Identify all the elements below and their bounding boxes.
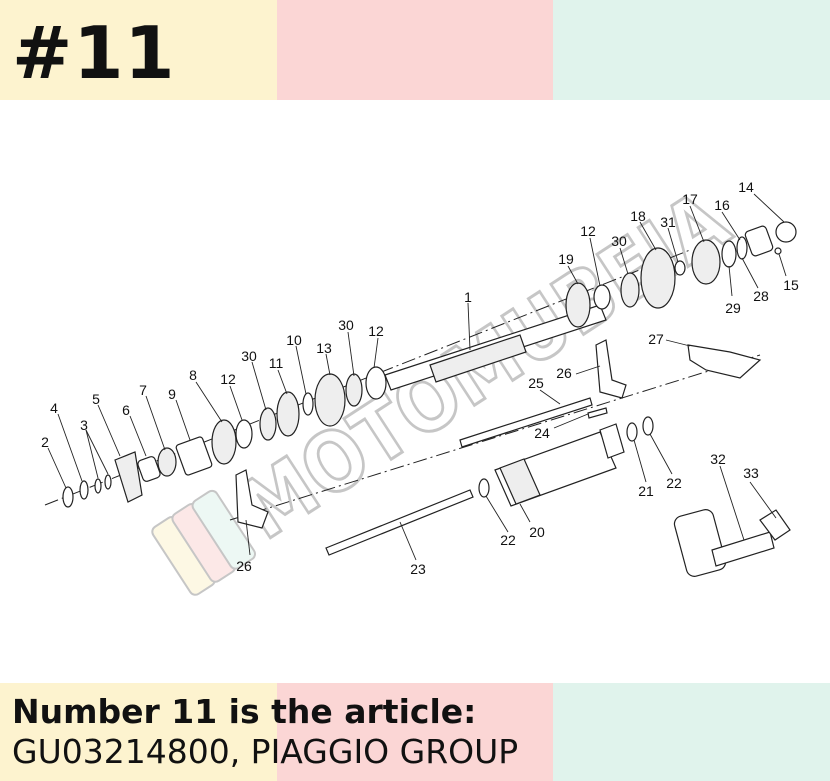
callout-12-left: 12 bbox=[220, 371, 236, 387]
callout-17: 17 bbox=[682, 191, 698, 207]
callout-27: 27 bbox=[648, 331, 664, 347]
callout-7: 7 bbox=[139, 382, 147, 398]
shift-forks bbox=[235, 339, 762, 529]
main-shaft bbox=[384, 302, 607, 391]
callout-22-right: 22 bbox=[666, 475, 682, 491]
callout-19: 19 bbox=[558, 251, 574, 267]
callout-4: 4 bbox=[50, 400, 58, 416]
callout-6: 6 bbox=[122, 402, 130, 418]
callout-22-left: 22 bbox=[500, 532, 516, 548]
callout-25: 25 bbox=[528, 375, 544, 391]
callout-2: 2 bbox=[41, 434, 49, 450]
footer-band-mint bbox=[553, 683, 830, 781]
callout-5: 5 bbox=[92, 391, 100, 407]
callout-12-right: 12 bbox=[580, 223, 596, 239]
callout-31: 31 bbox=[660, 214, 676, 230]
callout-28: 28 bbox=[753, 288, 769, 304]
callout-3: 3 bbox=[80, 417, 88, 433]
exploded-parts-diagram: MOTOMUBEIA bbox=[41, 172, 799, 596]
callout-30-left: 30 bbox=[241, 348, 257, 364]
leader-lines bbox=[47, 193, 787, 561]
callout-24: 24 bbox=[534, 425, 550, 441]
selector-axis bbox=[229, 354, 761, 521]
callout-33: 33 bbox=[743, 465, 759, 481]
gear-parts-right bbox=[565, 221, 797, 328]
part-number-heading: #11 bbox=[12, 11, 176, 95]
footer-band-yellow bbox=[0, 683, 277, 781]
callout-21: 21 bbox=[638, 483, 654, 499]
watermark: MOTOMUBEIA bbox=[151, 172, 747, 596]
callout-12-mid: 12 bbox=[368, 323, 384, 339]
article-caption: Number 11 is the article: bbox=[12, 692, 477, 731]
callout-8: 8 bbox=[189, 367, 197, 383]
footer-band-pink bbox=[277, 683, 553, 781]
article-code: GU03214800, PIAGGIO GROUP bbox=[12, 732, 519, 771]
shift-mechanism bbox=[673, 509, 791, 577]
header-band-yellow bbox=[0, 0, 277, 100]
callout-18: 18 bbox=[630, 208, 646, 224]
selector-drum-group bbox=[325, 397, 654, 556]
callout-26-right: 26 bbox=[556, 365, 572, 381]
callout-32: 32 bbox=[710, 451, 726, 467]
header-band-mint bbox=[553, 0, 830, 100]
callout-29: 29 bbox=[725, 300, 741, 316]
callout-30-mid: 30 bbox=[338, 317, 354, 333]
callout-1: 1 bbox=[464, 289, 472, 305]
callout-23: 23 bbox=[410, 561, 426, 577]
callout-26-left: 26 bbox=[236, 558, 252, 574]
callout-13: 13 bbox=[316, 340, 332, 356]
callout-16: 16 bbox=[714, 197, 730, 213]
callout-20: 20 bbox=[529, 524, 545, 540]
callout-15: 15 bbox=[783, 277, 799, 293]
callout-10: 10 bbox=[286, 332, 302, 348]
callout-9: 9 bbox=[168, 386, 176, 402]
gear-parts-left bbox=[62, 366, 387, 508]
callout-30-right: 30 bbox=[611, 233, 627, 249]
header-band-pink bbox=[277, 0, 553, 100]
callout-11: 11 bbox=[269, 355, 284, 371]
callout-labels: 2 4 3 5 6 7 9 8 12 30 11 10 13 30 12 1 1… bbox=[41, 179, 799, 577]
callout-14: 14 bbox=[738, 179, 754, 195]
